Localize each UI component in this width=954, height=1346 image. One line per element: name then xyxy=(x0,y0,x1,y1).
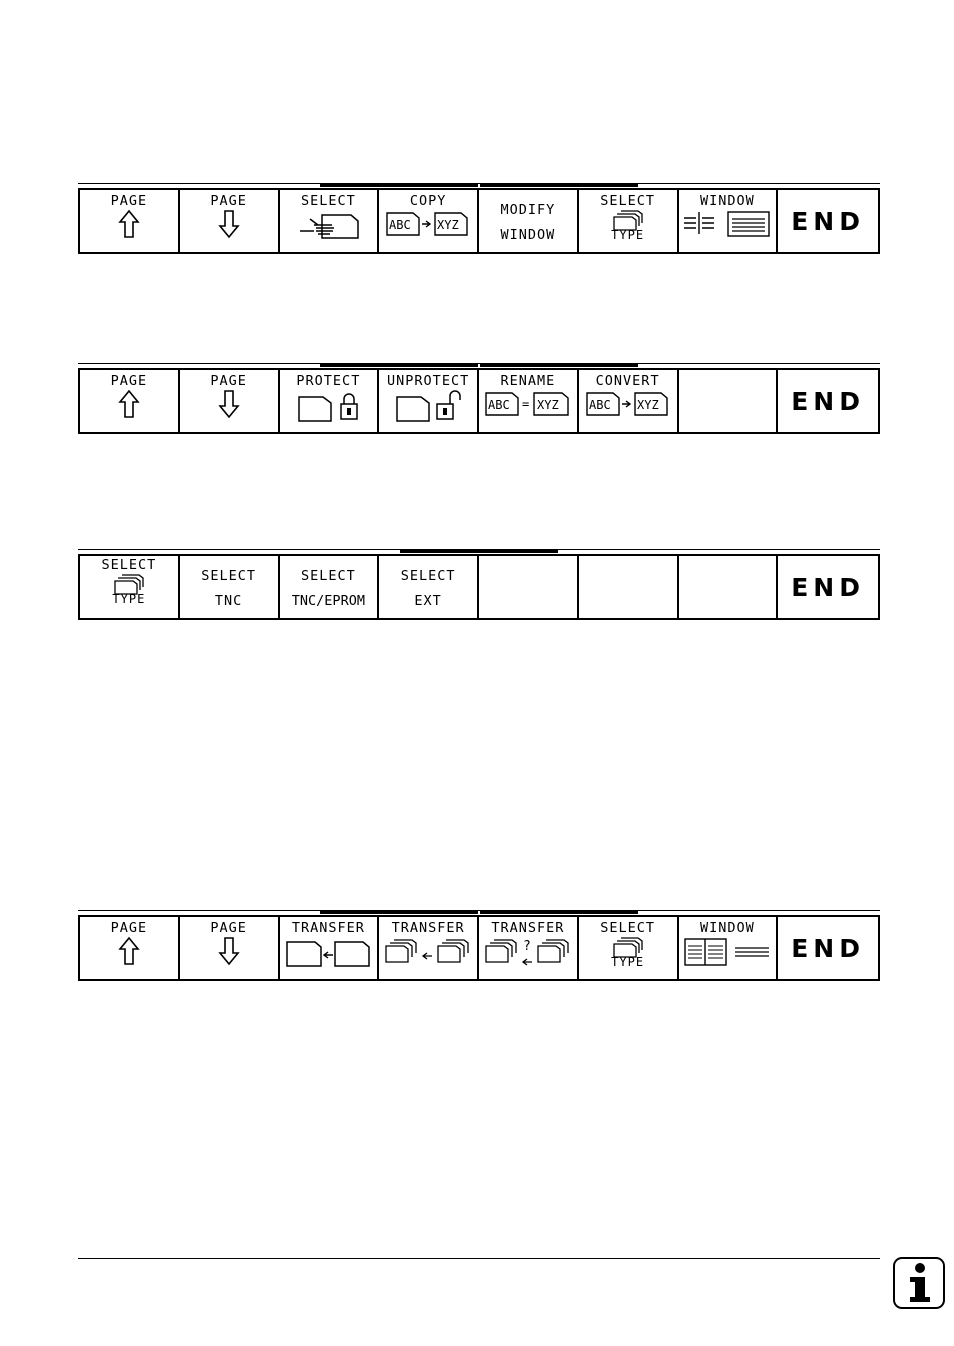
key-label: CONVERT xyxy=(595,373,660,389)
convert-right-text: XYZ xyxy=(637,398,659,412)
copy-right-text: XYZ xyxy=(437,218,459,232)
transfer-multi-icon xyxy=(385,939,469,963)
page-up-key[interactable]: PAGE xyxy=(80,370,180,432)
stacked-files-icon xyxy=(612,937,643,958)
key-sub-label: TYPE xyxy=(611,955,645,969)
info-icon: i xyxy=(893,1257,945,1309)
key-sub-label: TYPE xyxy=(112,592,146,606)
key-label: WINDOW xyxy=(699,920,755,936)
stacked-files-icon xyxy=(114,574,144,595)
info-i-glyph xyxy=(910,1263,930,1302)
convert-abc-xyz-icon: ABC XYZ xyxy=(585,392,668,416)
stacked-files-icon xyxy=(612,210,643,231)
transfer-file-key[interactable]: TRANSFER xyxy=(280,917,380,979)
key-label: PAGE xyxy=(110,193,148,209)
key-label: TNC/EPROM xyxy=(291,593,365,609)
end-key[interactable]: END xyxy=(778,370,878,432)
key-label: TRANSFER xyxy=(491,920,565,936)
key-label: PAGE xyxy=(110,920,148,936)
empty-key xyxy=(679,556,779,618)
arrow-down-icon xyxy=(217,390,240,419)
page-up-key[interactable]: PAGE xyxy=(80,917,180,979)
key-label: PAGE xyxy=(210,373,247,389)
key-label: SELECT xyxy=(600,193,656,209)
key-label: COPY xyxy=(409,193,447,209)
empty-key xyxy=(479,556,579,618)
select-tnc-key[interactable]: SELECT TNC xyxy=(180,556,280,618)
convert-key[interactable]: CONVERT ABC XYZ xyxy=(579,370,679,432)
window-key[interactable]: WINDOW xyxy=(679,917,779,979)
select-type-key[interactable]: SELECT TYPE xyxy=(80,556,180,618)
window-split-icon xyxy=(684,211,771,237)
end-label: END xyxy=(791,573,865,602)
key-label: PAGE xyxy=(210,920,247,936)
select-ext-key[interactable]: SELECT EXT xyxy=(379,556,479,618)
rename-right-text: XYZ xyxy=(537,398,559,412)
end-label: END xyxy=(791,207,865,236)
copy-abc-xyz-icon: ABC XYZ xyxy=(386,212,468,236)
rename-key[interactable]: RENAME ABC = XYZ xyxy=(479,370,579,432)
protect-key[interactable]: PROTECT xyxy=(280,370,380,432)
key-label: SELECT xyxy=(400,568,456,584)
arrow-up-icon xyxy=(118,389,140,418)
page-down-key[interactable]: PAGE xyxy=(180,190,280,252)
convert-left-text: ABC xyxy=(589,398,611,412)
select-type-key[interactable]: SELECT TYPE xyxy=(579,917,679,979)
key-label: MODIFY xyxy=(500,202,556,218)
end-key[interactable]: END xyxy=(778,917,878,979)
transfer-query-icon: ? xyxy=(485,939,569,966)
key-label: SELECT xyxy=(300,568,356,584)
key-label: TRANSFER xyxy=(291,920,365,936)
key-label: SELECT xyxy=(101,557,157,573)
key-label: SELECT xyxy=(600,920,656,936)
select-file-key[interactable]: SELECT xyxy=(280,190,380,252)
empty-key xyxy=(579,556,679,618)
key-label: WINDOW xyxy=(500,227,556,243)
page-down-key[interactable]: PAGE xyxy=(180,917,280,979)
key-label: TNC xyxy=(214,593,243,609)
key-label: PAGE xyxy=(210,193,247,209)
copy-key[interactable]: COPY ABC XYZ xyxy=(379,190,479,252)
file-lock-icon xyxy=(298,393,359,422)
copy-left-text: ABC xyxy=(389,218,411,232)
rename-op: = xyxy=(522,397,529,411)
arrow-up-icon xyxy=(118,209,140,238)
modify-window-key[interactable]: MODIFY WINDOW xyxy=(479,190,579,252)
key-label: SELECT xyxy=(201,568,257,584)
select-tnc-eprom-key[interactable]: SELECT TNC/EPROM xyxy=(280,556,380,618)
end-label: END xyxy=(791,934,865,963)
window-key[interactable]: WINDOW xyxy=(679,190,779,252)
key-label: SELECT xyxy=(300,193,356,209)
key-label: PROTECT xyxy=(296,373,361,389)
page-down-key[interactable]: PAGE xyxy=(180,370,280,432)
select-type-key[interactable]: SELECT TYPE xyxy=(579,190,679,252)
rename-abc-xyz-icon: ABC = XYZ xyxy=(485,392,569,416)
end-key[interactable]: END xyxy=(778,190,878,252)
transfer-query-op: ? xyxy=(523,939,531,954)
window-list-icon xyxy=(684,938,770,966)
transfer-query-key[interactable]: TRANSFER ? xyxy=(479,917,579,979)
page-up-key[interactable]: PAGE xyxy=(80,190,180,252)
arrow-down-icon xyxy=(217,937,240,966)
arrow-down-icon xyxy=(217,210,240,239)
footer-rule xyxy=(78,1258,880,1259)
arrow-up-icon xyxy=(118,936,140,965)
rename-left-text: ABC xyxy=(488,398,510,412)
key-label: WINDOW xyxy=(699,193,755,209)
key-label: EXT xyxy=(414,593,442,609)
transfer-multi-key[interactable]: TRANSFER xyxy=(379,917,479,979)
hand-select-file-icon xyxy=(300,214,360,239)
key-label: UNPROTECT xyxy=(387,373,470,389)
unprotect-key[interactable]: UNPROTECT xyxy=(379,370,479,432)
end-label: END xyxy=(791,387,865,416)
transfer-file-icon xyxy=(286,941,371,967)
key-label: TRANSFER xyxy=(391,920,465,936)
key-label: RENAME xyxy=(500,373,556,389)
file-unlock-icon xyxy=(396,390,461,422)
empty-key xyxy=(679,370,779,432)
key-label: PAGE xyxy=(110,373,148,389)
key-sub-label: TYPE xyxy=(611,228,645,242)
end-key[interactable]: END xyxy=(778,556,878,618)
